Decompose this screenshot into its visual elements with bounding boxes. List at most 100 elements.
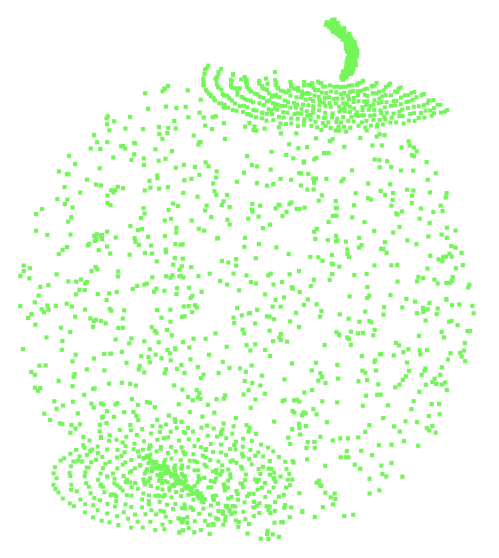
point: [211, 450, 215, 454]
point: [391, 111, 396, 116]
point: [176, 516, 181, 521]
point: [269, 108, 273, 113]
point: [347, 38, 352, 43]
point: [66, 172, 71, 177]
point: [129, 157, 134, 162]
point: [115, 274, 120, 279]
point: [214, 236, 220, 241]
point: [113, 402, 118, 407]
point: [214, 193, 219, 198]
point: [115, 447, 120, 452]
point: [341, 115, 346, 119]
point: [142, 339, 147, 344]
point: [91, 503, 96, 508]
point: [154, 512, 159, 517]
point: [179, 517, 184, 522]
point: [404, 360, 410, 365]
point: [234, 179, 239, 184]
point: [188, 357, 193, 362]
point: [370, 453, 375, 458]
point: [162, 460, 167, 465]
point: [445, 357, 450, 362]
point: [264, 111, 269, 116]
point: [91, 515, 95, 520]
point: [195, 480, 200, 485]
point: [346, 94, 351, 98]
point: [304, 109, 309, 114]
point: [251, 128, 256, 133]
point: [241, 170, 246, 175]
point: [234, 108, 239, 113]
point: [173, 449, 178, 454]
point: [350, 89, 355, 94]
point: [189, 176, 194, 181]
point: [181, 480, 187, 486]
point: [162, 527, 167, 532]
point: [268, 167, 273, 172]
point: [223, 488, 227, 493]
point: [225, 93, 230, 98]
point: [153, 352, 158, 357]
point: [272, 106, 277, 111]
point: [366, 181, 371, 186]
point: [288, 441, 293, 446]
point: [230, 107, 235, 112]
point: [330, 115, 334, 120]
point: [78, 497, 83, 502]
point: [68, 329, 73, 335]
point: [256, 477, 261, 482]
point: [96, 248, 101, 253]
point: [65, 197, 70, 202]
point: [421, 309, 426, 314]
point: [310, 388, 315, 393]
point: [210, 115, 215, 120]
point: [165, 464, 170, 469]
point: [216, 501, 221, 506]
point: [140, 226, 145, 231]
point: [360, 368, 365, 373]
point: [362, 92, 367, 97]
point: [69, 487, 73, 492]
point: [191, 452, 196, 457]
point: [197, 390, 202, 396]
point: [431, 210, 436, 215]
point: [416, 333, 421, 338]
point: [372, 157, 377, 162]
point: [257, 501, 262, 506]
point: [341, 176, 346, 181]
point: [209, 127, 215, 132]
point: [342, 90, 347, 95]
point: [312, 93, 317, 98]
point: [397, 224, 402, 229]
point: [403, 419, 408, 424]
point: [337, 109, 342, 114]
point: [137, 454, 142, 459]
point: [262, 126, 267, 131]
point: [226, 467, 231, 472]
point: [173, 472, 178, 478]
point: [360, 79, 365, 84]
point: [216, 517, 221, 522]
point: [152, 328, 157, 333]
point: [229, 511, 234, 517]
point: [192, 483, 197, 488]
point: [346, 118, 351, 123]
point: [180, 528, 186, 533]
point: [121, 474, 126, 479]
point: [261, 103, 266, 108]
point: [27, 266, 32, 271]
point: [33, 212, 39, 217]
point: [380, 471, 385, 476]
point: [126, 516, 131, 521]
point: [429, 113, 434, 118]
point: [183, 478, 188, 483]
point: [128, 480, 133, 485]
point: [316, 114, 321, 119]
point: [155, 176, 160, 181]
point: [140, 525, 145, 530]
point: [243, 517, 248, 522]
point: [316, 255, 321, 260]
point: [254, 431, 259, 436]
point: [148, 519, 153, 524]
